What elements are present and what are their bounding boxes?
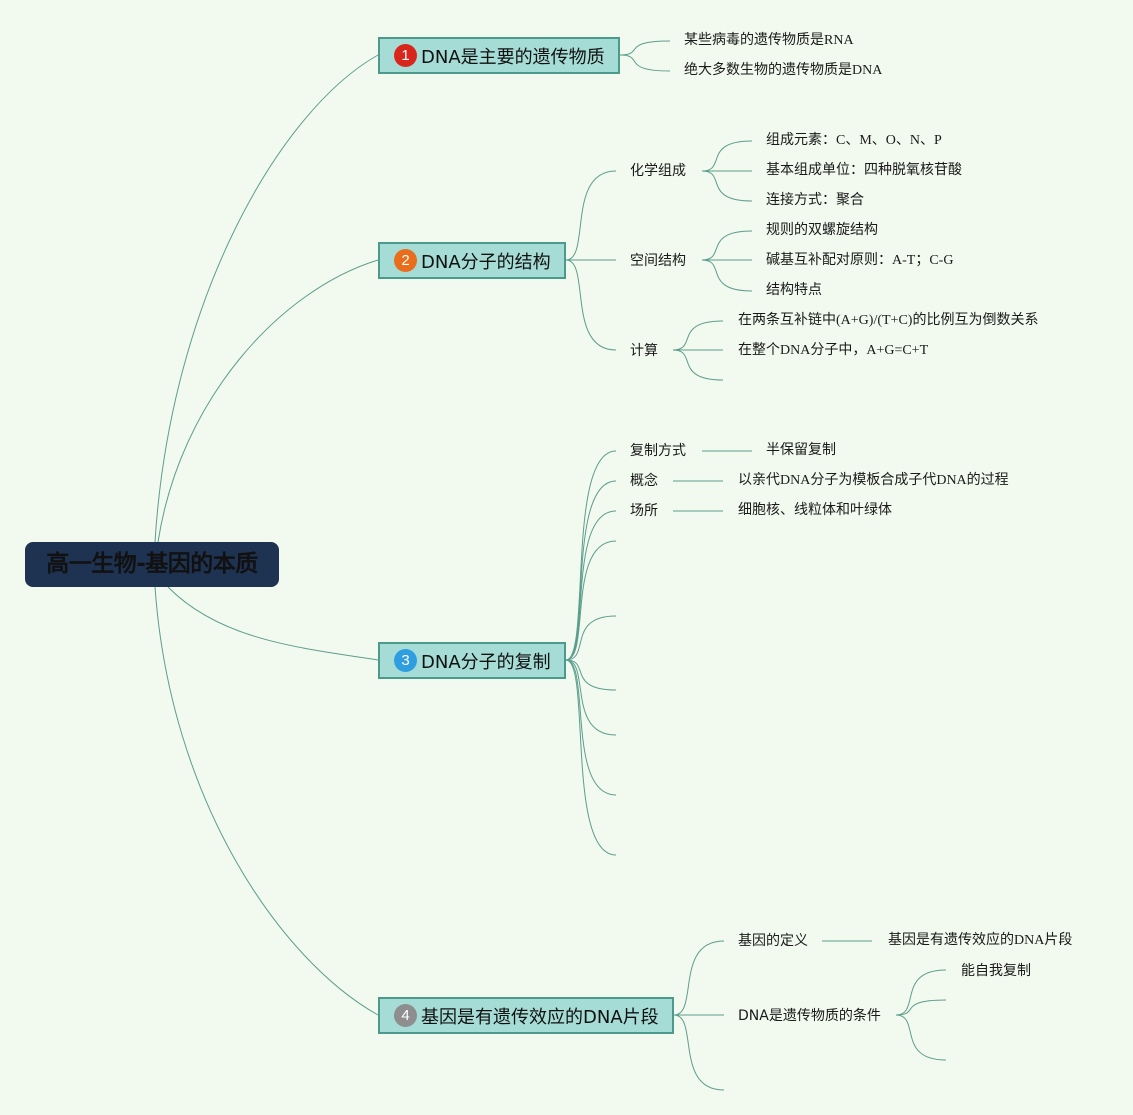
link-chem-3 — [701, 170, 753, 202]
composition-elements-leaf[interactable]: 组成元素：C、M、O、N、P — [766, 133, 942, 148]
base-pairing-leaf[interactable]: 碱基互补配对原则：A-T；C-G — [766, 253, 954, 268]
structure-features-leaf[interactable]: 结构特点 — [766, 283, 822, 298]
link-calc-3 — [672, 349, 724, 381]
link-t3-sub-7 — [565, 659, 617, 736]
link-chem-1 — [701, 140, 753, 172]
topic-1-node[interactable]: 1 DNA是主要的遗传物质 — [378, 37, 620, 74]
semi-conservative-leaf[interactable]: 半保留复制 — [766, 443, 836, 458]
link-root-topic-4 — [154, 586, 379, 1016]
topic-4-label: 基因是有遗传效应的DNA片段 — [421, 1006, 659, 1028]
link-t2-chem — [565, 170, 617, 261]
link-t4-def — [673, 940, 725, 1016]
topic-3-label: DNA分子的复制 — [421, 651, 551, 673]
gene-definition-label[interactable]: 基因的定义 — [738, 933, 808, 949]
link-root-topic-3 — [167, 586, 379, 661]
dna-conditions-label[interactable]: DNA是遗传物质的条件 — [738, 1008, 881, 1024]
whole-molecule-leaf[interactable]: 在整个DNA分子中，A+G=C+T — [738, 343, 929, 358]
self-replication-leaf[interactable]: 能自我复制 — [961, 963, 1031, 979]
topic-3-number-badge: 3 — [394, 649, 417, 672]
topic-2-label: DNA分子的结构 — [421, 251, 551, 273]
concept-label[interactable]: 概念 — [630, 473, 658, 489]
link-cond-3 — [895, 1014, 947, 1061]
chemical-composition-label[interactable]: 化学组成 — [630, 163, 686, 179]
link-t1-leaf-1 — [619, 40, 671, 56]
gene-definition-leaf[interactable]: 基因是有遗传效应的DNA片段 — [888, 933, 1073, 948]
complementary-ratio-leaf[interactable]: 在两条互补链中(A+G)/(T+C)的比例互为倒数关系 — [738, 313, 1039, 328]
central-topic[interactable]: 高一生物-基因的本质 — [25, 542, 279, 587]
link-t3-sub-5 — [565, 615, 617, 661]
topic-4-node[interactable]: 4 基因是有遗传效应的DNA片段 — [378, 997, 674, 1034]
link-t3-sub-1 — [565, 450, 617, 661]
link-t3-sub-2 — [565, 480, 617, 661]
concept-definition-leaf[interactable]: 以亲代DNA分子为模板合成子代DNA的过程 — [738, 473, 1009, 488]
link-root-topic-1 — [154, 54, 379, 543]
topic-1-label: DNA是主要的遗传物质 — [421, 46, 605, 68]
basic-unit-leaf[interactable]: 基本组成单位：四种脱氧核苷酸 — [766, 163, 962, 178]
link-cond-2 — [895, 999, 947, 1016]
link-t1-leaf-2 — [619, 54, 671, 72]
link-t2-calc — [565, 259, 617, 351]
link-t3-sub-3 — [565, 510, 617, 661]
link-root-topic-2 — [157, 259, 379, 543]
location-value-leaf[interactable]: 细胞核、线粒体和叶绿体 — [738, 503, 892, 518]
topic-1-leaf-2[interactable]: 绝大多数生物的遗传物质是DNA — [684, 63, 883, 78]
link-t3-sub-9 — [565, 659, 617, 856]
link-t3-sub-8 — [565, 659, 617, 796]
link-t4-empty — [673, 1014, 725, 1091]
calculation-label[interactable]: 计算 — [630, 343, 658, 359]
link-calc-1 — [672, 320, 724, 351]
topic-4-number-badge: 4 — [394, 1004, 417, 1027]
link-cond-1 — [895, 969, 947, 1016]
replication-mode-label[interactable]: 复制方式 — [630, 443, 686, 459]
location-label[interactable]: 场所 — [630, 503, 658, 519]
topic-1-leaf-1[interactable]: 某些病毒的遗传物质是RNA — [684, 33, 854, 48]
topic-2-node[interactable]: 2 DNA分子的结构 — [378, 242, 566, 279]
spatial-structure-label[interactable]: 空间结构 — [630, 253, 686, 269]
topic-1-number-badge: 1 — [394, 44, 417, 67]
link-t3-sub-4 — [565, 540, 617, 661]
connection-mode-leaf[interactable]: 连接方式：聚合 — [766, 193, 864, 208]
link-spatial-1 — [701, 230, 753, 261]
link-t3-sub-6 — [565, 659, 617, 691]
link-spatial-3 — [701, 259, 753, 292]
double-helix-leaf[interactable]: 规则的双螺旋结构 — [766, 223, 878, 238]
topic-3-node[interactable]: 3 DNA分子的复制 — [378, 642, 566, 679]
topic-2-number-badge: 2 — [394, 249, 417, 272]
